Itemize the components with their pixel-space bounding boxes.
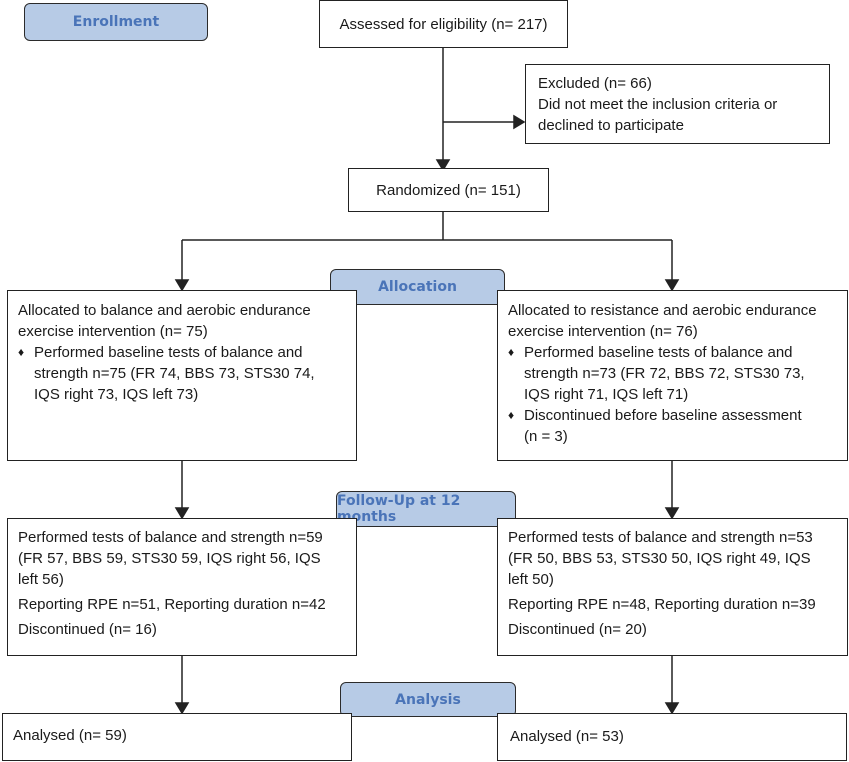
right-analysed-text: Analysed (n= 53) xyxy=(510,728,624,745)
diamond-bullet-icon: ♦ xyxy=(508,408,515,422)
assessed-box: Assessed for eligibility (n= 217) xyxy=(319,0,568,48)
right-follow-line-4: Reporting RPE n=48, Reporting duration n… xyxy=(508,596,816,613)
right-alloc-line-2: exercise intervention (n= 76) xyxy=(508,323,698,340)
left-alloc-line-1: Allocated to balance and aerobic enduran… xyxy=(18,302,311,319)
excluded-box: Excluded (n= 66) Did not meet the inclus… xyxy=(525,64,830,144)
right-follow-line-1: Performed tests of balance and strength … xyxy=(508,529,813,546)
right-follow-line-2: (FR 50, BBS 53, STS30 50, IQS right 49, … xyxy=(508,550,811,567)
left-follow-line-4: Reporting RPE n=51, Reporting duration n… xyxy=(18,596,326,613)
left-alloc-bullet-line-1: Performed baseline tests of balance and xyxy=(34,344,303,361)
right-alloc-bullet-2: ♦ Discontinued before baseline assessmen… xyxy=(508,405,837,447)
left-follow-line-2: (FR 57, BBS 59, STS30 59, IQS right 56, … xyxy=(18,550,321,567)
excluded-line-1: Excluded (n= 66) xyxy=(538,75,652,92)
randomized-box: Randomized (n= 151) xyxy=(348,168,549,212)
assessed-text: Assessed for eligibility (n= 217) xyxy=(339,15,548,33)
left-alloc-bullet: ♦ Performed baseline tests of balance an… xyxy=(18,342,346,405)
left-follow-line-3: left 56) xyxy=(18,571,64,588)
right-alloc-bullet-1: ♦ Performed baseline tests of balance an… xyxy=(508,342,837,405)
right-alloc-bullet2-line-1: Discontinued before baseline assessment xyxy=(524,407,802,424)
left-alloc-bullet-line-2: strength n=75 (FR 74, BBS 73, STS30 74, xyxy=(34,365,315,382)
left-follow-line-5: Discontinued (n= 16) xyxy=(18,621,157,638)
right-follow-line-5: Discontinued (n= 20) xyxy=(508,621,647,638)
right-follow-line-3: left 50) xyxy=(508,571,554,588)
right-followup-box: Performed tests of balance and strength … xyxy=(497,518,848,656)
left-analysed-text: Analysed (n= 59) xyxy=(13,727,127,744)
right-alloc-bullet1-line-1: Performed baseline tests of balance and xyxy=(524,344,793,361)
diamond-bullet-icon: ♦ xyxy=(508,345,515,359)
right-alloc-bullet2-line-2: (n = 3) xyxy=(524,428,568,445)
stage-followup: Follow-Up at 12 months xyxy=(336,491,516,527)
left-allocation-box: Allocated to balance and aerobic enduran… xyxy=(7,290,357,461)
right-alloc-line-1: Allocated to resistance and aerobic endu… xyxy=(508,302,817,319)
right-analysed-box: Analysed (n= 53) xyxy=(497,713,847,761)
excluded-line-2: Did not meet the inclusion criteria or xyxy=(538,96,778,113)
right-allocation-box: Allocated to resistance and aerobic endu… xyxy=(497,290,848,461)
left-followup-box: Performed tests of balance and strength … xyxy=(7,518,357,656)
stage-enrollment: Enrollment xyxy=(24,3,208,41)
diamond-bullet-icon: ♦ xyxy=(18,345,25,359)
stage-allocation: Allocation xyxy=(330,269,505,305)
right-alloc-bullet1-line-3: IQS right 71, IQS left 71) xyxy=(524,386,689,403)
left-alloc-bullet-line-3: IQS right 73, IQS left 73) xyxy=(34,386,199,403)
left-follow-line-1: Performed tests of balance and strength … xyxy=(18,529,323,546)
stage-analysis: Analysis xyxy=(340,682,516,717)
randomized-text: Randomized (n= 151) xyxy=(376,181,521,199)
right-alloc-bullet1-line-2: strength n=73 (FR 72, BBS 72, STS30 73, xyxy=(524,365,805,382)
excluded-line-3: declined to participate xyxy=(538,117,684,134)
left-analysed-box: Analysed (n= 59) xyxy=(2,713,352,761)
left-alloc-line-2: exercise intervention (n= 75) xyxy=(18,323,208,340)
